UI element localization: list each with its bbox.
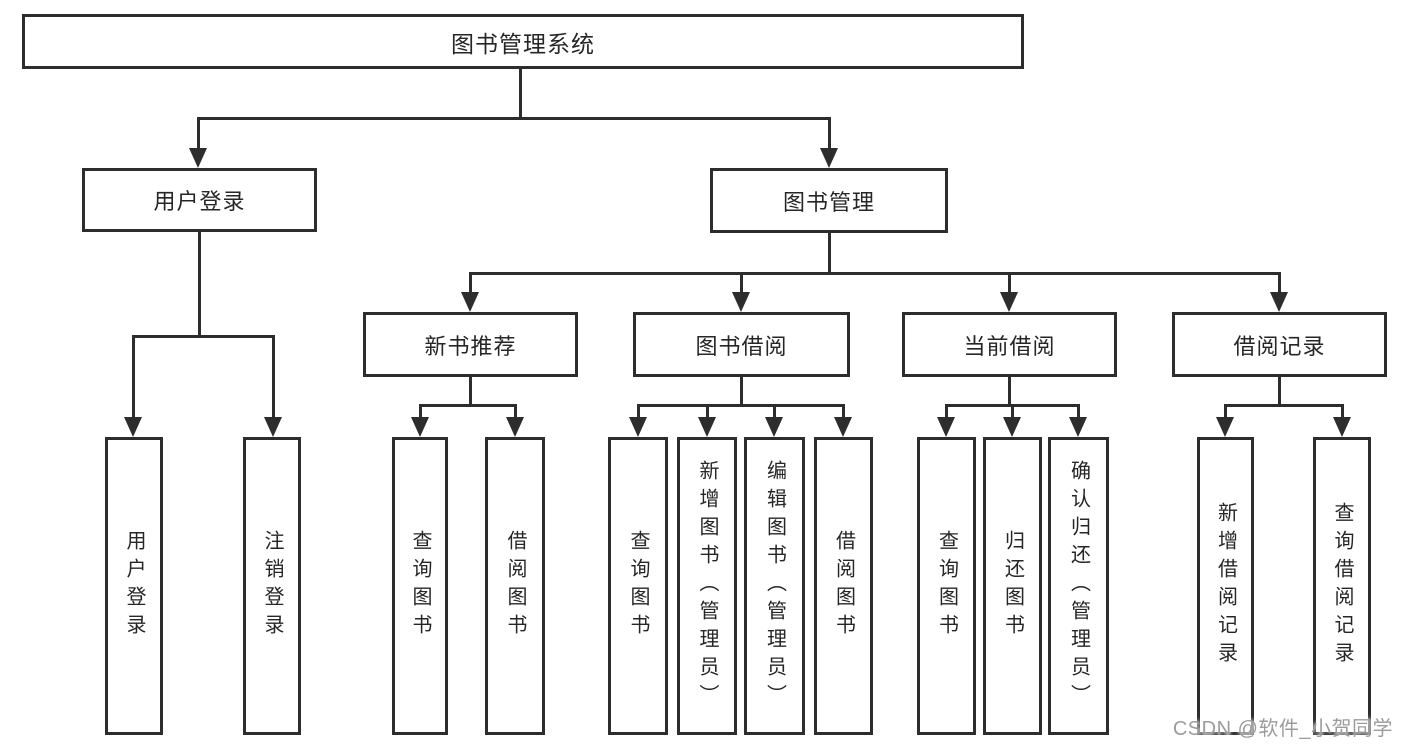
leaf-br-query-record: 查询借阅记录 (1313, 437, 1371, 735)
arrowhead-bb-leaf2 (698, 417, 716, 437)
node-book-management-label: 图书管理 (782, 189, 875, 215)
leaf-bb-query-books: 查询图书 (608, 437, 668, 735)
arrowhead-cb-leaf1 (937, 417, 955, 437)
connector-to-current-borrow (1008, 272, 1011, 295)
connector-user-login-stub (198, 231, 201, 337)
node-current-borrow-label: 当前借阅 (963, 333, 1056, 359)
node-library-system-label: 图书管理系统 (451, 30, 595, 57)
arrowhead-nb-leaf2 (506, 417, 524, 437)
arrowhead-bb-leaf3 (765, 417, 783, 437)
leaf-cb-return-books: 归还图书 (983, 437, 1042, 735)
connector-cb-leaf3 (1077, 404, 1080, 420)
arrowhead-leaf-logout (264, 417, 282, 437)
connector-user-login-hline (132, 335, 274, 338)
connector-to-leaf-login (132, 335, 135, 420)
arrowhead-nb-leaf1 (411, 417, 429, 437)
arrowhead-cb-leaf3 (1069, 417, 1087, 437)
connector-to-leaf-logout (272, 335, 275, 420)
connector-to-book-management (828, 117, 831, 151)
arrowhead-leaf-login (124, 417, 142, 437)
arrowhead-user-login (189, 148, 207, 168)
node-book-borrow: 图书借阅 (633, 312, 850, 377)
arrowhead-bb-leaf4 (834, 417, 852, 437)
leaf-cb-query-books: 查询图书 (917, 437, 976, 735)
arrowhead-book-borrow (732, 292, 750, 312)
node-borrow-record-label: 借阅记录 (1233, 333, 1326, 359)
connector-book-borrow-hline (637, 404, 844, 407)
connector-to-borrow-record (1278, 272, 1281, 295)
connector-bb-leaf1 (637, 404, 640, 420)
leaf-bb-edit-books-admin: 编辑图书（管理员） (744, 437, 805, 735)
arrowhead-book-management (820, 148, 838, 168)
arrowhead-br-leaf1 (1216, 417, 1234, 437)
arrowhead-bb-leaf1 (629, 417, 647, 437)
leaf-br-add-record: 新增借阅记录 (1197, 437, 1254, 735)
leaf-bb-borrow-books: 借阅图书 (814, 437, 873, 735)
node-new-book-recommend-label: 新书推荐 (424, 333, 517, 359)
leaf-cb-confirm-return-admin: 确认归还（管理员） (1048, 437, 1109, 735)
connector-borrow-record-stub (1278, 376, 1281, 406)
csdn-watermark: CSDN @软件_小贺同学 (1172, 718, 1393, 740)
leaf-logout: 注销登录 (243, 437, 301, 735)
connector-nb-leaf2 (514, 404, 517, 420)
node-user-login-label: 用户登录 (153, 189, 246, 214)
connector-to-book-borrow (740, 272, 743, 295)
connector-book-management-stub (828, 232, 831, 274)
leaf-bb-add-books-admin: 新增图书（管理员） (677, 437, 737, 735)
connector-current-borrow-stub (1008, 376, 1011, 406)
connector-to-new-book (469, 272, 472, 295)
node-library-system: 图书管理系统 (22, 14, 1024, 69)
node-book-borrow-label: 图书借阅 (695, 333, 788, 359)
connector-br-leaf2 (1341, 404, 1344, 420)
leaf-user-login: 用户登录 (105, 437, 163, 735)
arrowhead-current-borrow (1000, 292, 1018, 312)
arrowhead-borrow-record (1270, 292, 1288, 312)
connector-to-user-login (197, 117, 200, 151)
leaf-nb-borrow-books: 借阅图书 (485, 437, 545, 735)
leaf-nb-query-books: 查询图书 (392, 437, 448, 735)
connector-root-stub (519, 68, 522, 118)
connector-new-book-stub (469, 376, 472, 406)
node-user-login: 用户登录 (82, 168, 317, 232)
connector-level3-hline (469, 272, 1281, 275)
connector-cb-leaf2 (1011, 404, 1014, 420)
connector-new-book-hline (419, 404, 517, 407)
connector-bb-leaf3 (773, 404, 776, 420)
node-current-borrow: 当前借阅 (902, 312, 1117, 377)
connector-level1-hline (197, 117, 830, 120)
connector-nb-leaf1 (419, 404, 422, 420)
node-new-book-recommend: 新书推荐 (363, 312, 578, 377)
node-book-management: 图书管理 (710, 168, 948, 233)
arrowhead-new-book (461, 292, 479, 312)
arrowhead-br-leaf2 (1333, 417, 1351, 437)
connector-borrow-record-hline (1224, 404, 1343, 407)
node-borrow-record: 借阅记录 (1172, 312, 1387, 377)
connector-br-leaf1 (1224, 404, 1227, 420)
connector-bb-leaf2 (706, 404, 709, 420)
connector-bb-leaf4 (842, 404, 845, 420)
arrowhead-cb-leaf2 (1003, 417, 1021, 437)
connector-cb-leaf1 (945, 404, 948, 420)
connector-book-borrow-stub (740, 376, 743, 406)
